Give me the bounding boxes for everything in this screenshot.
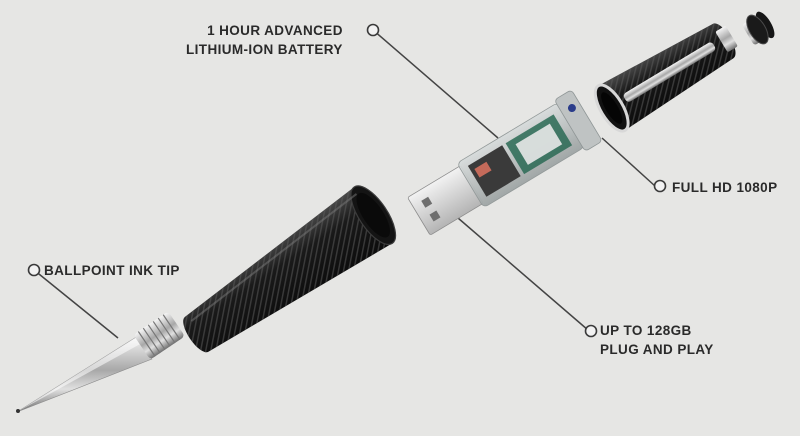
ink-tip-callout-label: BALLPOINT INK TIP bbox=[44, 261, 180, 280]
ink-tip-label-text: BALLPOINT INK TIP bbox=[44, 263, 180, 278]
storage-label-line1: UP TO 128GB bbox=[600, 323, 692, 338]
battery-label-line1: 1 HOUR ADVANCED bbox=[207, 23, 343, 38]
grip-barrel bbox=[183, 185, 397, 353]
end-knob bbox=[742, 11, 775, 45]
battery-callout-line bbox=[372, 29, 499, 139]
callout-dots bbox=[27, 23, 667, 338]
usb-module bbox=[407, 90, 602, 235]
cap-barrel bbox=[593, 23, 738, 133]
storage-callout-dot bbox=[584, 324, 598, 338]
battery-callout-dot bbox=[366, 23, 380, 37]
callout-lines bbox=[33, 29, 656, 339]
camera-label-text: FULL HD 1080P bbox=[672, 180, 778, 195]
ink-tip-callout-dot bbox=[27, 263, 41, 277]
camera-callout-line bbox=[601, 137, 656, 187]
ballpoint-tip bbox=[16, 335, 153, 413]
storage-callout-line bbox=[457, 217, 589, 331]
battery-label-line2: LITHIUM-ION BATTERY bbox=[186, 42, 343, 57]
chrome-thread bbox=[134, 312, 184, 359]
battery-callout-label: 1 HOUR ADVANCED LITHIUM-ION BATTERY bbox=[186, 21, 343, 59]
camera-callout-dot bbox=[653, 179, 667, 193]
storage-label-line2: PLUG AND PLAY bbox=[600, 342, 714, 357]
ink-tip-callout-line bbox=[33, 269, 119, 339]
storage-callout-label: UP TO 128GB PLUG AND PLAY bbox=[600, 321, 714, 359]
camera-callout-label: FULL HD 1080P bbox=[672, 178, 777, 197]
